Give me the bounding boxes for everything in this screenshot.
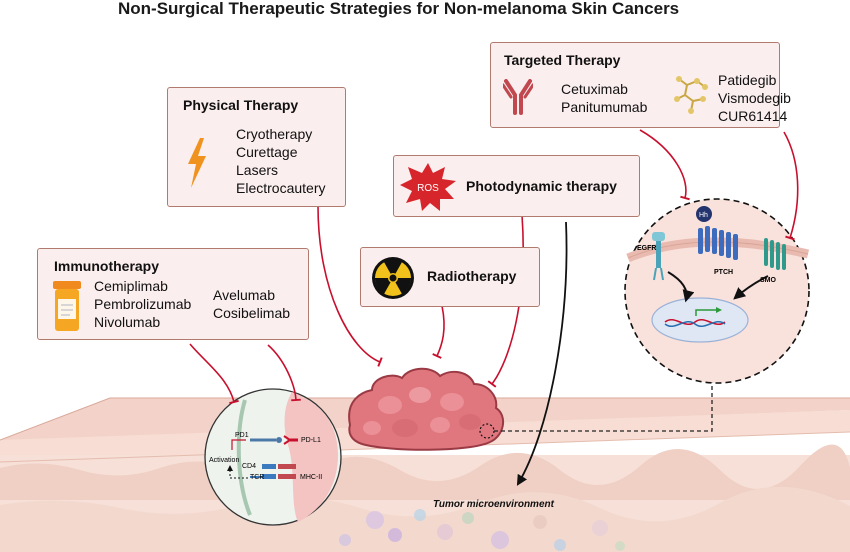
- physical-item: Lasers: [236, 162, 279, 178]
- pd1-label: PD1: [235, 432, 249, 439]
- physical-item: Cryotherapy: [236, 126, 313, 142]
- egfr-label: EGFR: [637, 245, 656, 252]
- molecule-icon: [674, 76, 708, 114]
- antibody-icon: [503, 79, 533, 115]
- lightning-bolt-icon: [188, 138, 206, 188]
- figure-title: Non-Surgical Therapeutic Strategies for …: [118, 0, 680, 18]
- tme-cells: [339, 509, 625, 551]
- immunotherapy-title: Immunotherapy: [54, 258, 160, 274]
- immunotherapy-box: Immunotherapy Cemiplimab Pembrolizumab N…: [37, 248, 309, 340]
- immune-zoom: [204, 388, 342, 526]
- activation-label: Activation: [209, 457, 239, 464]
- immuno-item: Cosibelimab: [213, 305, 291, 321]
- immuno-item: Avelumab: [213, 287, 276, 303]
- pd1-inhibit: [231, 439, 246, 450]
- physical-therapy-title: Physical Therapy: [183, 97, 299, 113]
- pdl1-label: PD-L1: [301, 437, 321, 444]
- immuno-item: Nivolumab: [94, 314, 161, 330]
- smo-signal-arrow: [733, 275, 769, 300]
- targeted-inhibit-smo: [783, 131, 799, 241]
- hh-label: Hh: [699, 212, 708, 219]
- physical-item: Curettage: [236, 144, 298, 160]
- targeted-item: Cetuximab: [561, 81, 628, 97]
- radiotherapy-box: Radiotherapy: [360, 247, 540, 307]
- photo-to-tme-arrow: [516, 221, 568, 486]
- hh-ligand: [696, 206, 712, 222]
- immuno-item: Pembrolizumab: [94, 296, 192, 312]
- immuno-item: Cemiplimab: [94, 278, 168, 294]
- tumor: [348, 367, 505, 451]
- tumor-mass: [348, 367, 505, 451]
- targeted-therapy-box: Targeted Therapy Cetuximab Panitumumab P…: [490, 42, 791, 128]
- radiation-icon: [372, 257, 414, 299]
- pd1-pdl1-pair: [250, 435, 298, 445]
- ros-badge: ROS: [417, 183, 439, 194]
- egfr-receptor: [652, 232, 665, 281]
- physical-inhibit: [317, 205, 383, 367]
- t-cell-membrane: [236, 399, 252, 516]
- physical-item: Electrocautery: [236, 180, 326, 196]
- targeted-item: Panitumumab: [561, 99, 648, 115]
- ros-starburst-icon: ROS: [400, 163, 456, 211]
- physical-therapy-box: Physical Therapy Cryotherapy Curettage L…: [167, 87, 346, 207]
- targeted-item: CUR61414: [718, 108, 788, 124]
- targeted-therapy-title: Targeted Therapy: [504, 52, 621, 68]
- tcr-mhc-pair: [250, 464, 296, 479]
- zoom-connector: [494, 382, 713, 432]
- photodynamic-therapy-title: Photodynamic therapy: [466, 178, 617, 194]
- tcr-label: TCR: [250, 474, 264, 481]
- activation-arrow: [229, 470, 248, 479]
- inhibition-lines: [189, 129, 799, 405]
- tumor-microenvironment-label: Tumor microenvironment: [433, 499, 554, 510]
- pill-bottle-icon: [53, 281, 81, 331]
- photodynamic-therapy-box: ROS Photodynamic therapy: [393, 155, 640, 217]
- cd4-label: CD4: [242, 463, 256, 470]
- cell-zoom: [624, 198, 810, 384]
- radiotherapy-title: Radiotherapy: [427, 268, 517, 284]
- apc-cell: [284, 392, 338, 522]
- immuno-inhibit-pd1: [189, 343, 239, 405]
- smo-label: SMO: [760, 277, 777, 284]
- radio-inhibit: [432, 305, 445, 359]
- photo-inhibit: [487, 214, 524, 388]
- ptch-receptor: [696, 206, 738, 260]
- ptch-label: PTCH: [714, 269, 733, 276]
- targeted-item: Vismodegib: [718, 90, 791, 106]
- immuno-inhibit-pdl1: [267, 344, 301, 402]
- skin-wavy-deep: [0, 486, 850, 552]
- egfr-signal-arrow: [667, 271, 695, 303]
- smo-receptor: [764, 238, 786, 270]
- targeted-item: Patidegib: [718, 72, 777, 88]
- cell-zoom-circle: [624, 198, 810, 384]
- targeted-inhibit-egfr: [639, 129, 690, 201]
- mhc-label: MHC-II: [300, 474, 322, 481]
